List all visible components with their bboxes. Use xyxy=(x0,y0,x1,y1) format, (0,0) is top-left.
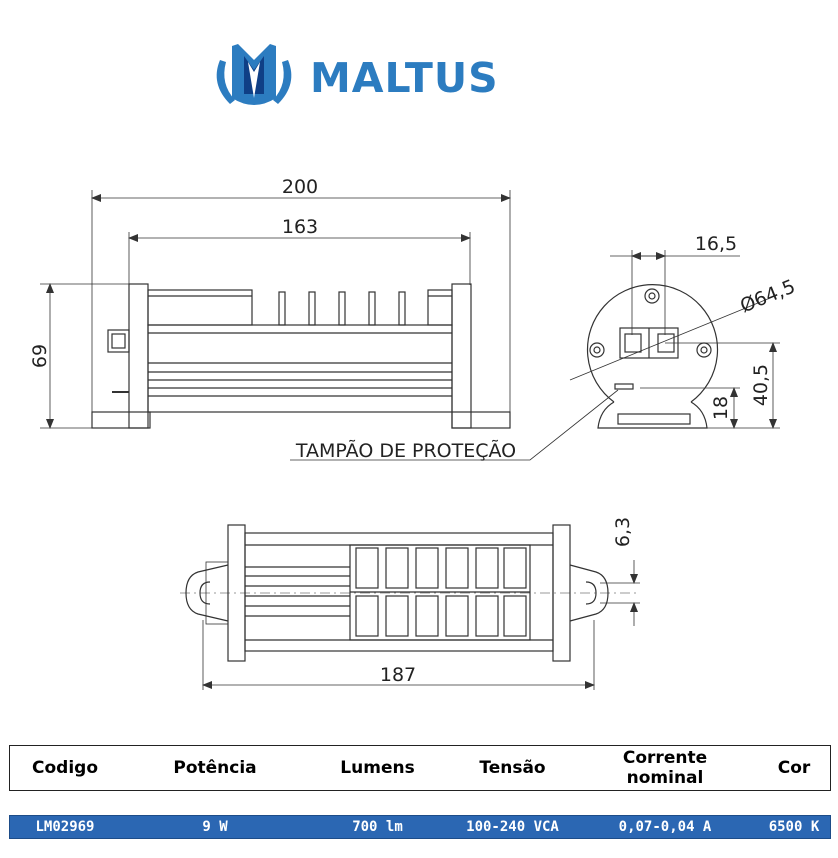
dim-base-height: 18 xyxy=(710,396,732,420)
dim-total-length: 200 xyxy=(282,176,318,198)
cell-voltage: 100-240 VCA xyxy=(466,819,559,835)
cell-current: 0,07-0,04 A xyxy=(618,819,712,835)
dim-slot-width: 6,3 xyxy=(612,517,634,547)
maltus-logo-mark-icon xyxy=(216,44,292,105)
header-current: Corrente nominal xyxy=(605,746,725,790)
header-power: Potência xyxy=(173,758,257,778)
cell-code: LM02969 xyxy=(35,819,95,835)
cell-color: 6500 K xyxy=(768,819,820,835)
dim-diameter: Ø64,5 xyxy=(737,276,798,318)
header-code: Codigo xyxy=(32,758,98,778)
header-current-line1: Corrente xyxy=(622,748,708,768)
brand-name: MALTUS xyxy=(310,54,499,102)
table-row: LM02969 9 W 700 lm 100-240 VCA 0,07-0,04… xyxy=(9,815,831,839)
header-color: Cor xyxy=(777,758,811,778)
side-view xyxy=(40,190,511,429)
spec-table-header: Codigo Potência Lumens Tensão Corrente n… xyxy=(9,745,831,791)
header-lumens: Lumens xyxy=(340,758,415,778)
dim-inner-length: 163 xyxy=(282,216,318,238)
end-view xyxy=(290,250,780,461)
dim-axis-height: 40,5 xyxy=(750,364,772,406)
cell-lumens: 700 lm xyxy=(352,819,403,835)
top-view xyxy=(180,524,640,690)
dim-mount-length: 187 xyxy=(380,664,416,686)
maltus-logo: MALTUS xyxy=(216,44,499,105)
protective-cap-label: TAMPÃO DE PROTEÇÃO xyxy=(295,439,516,462)
dim-connector-offset: 16,5 xyxy=(695,233,737,255)
technical-drawing: MALTUS xyxy=(29,44,798,690)
header-current-line2: nominal xyxy=(626,768,704,788)
header-voltage: Tensão xyxy=(479,758,546,778)
dim-height: 69 xyxy=(29,344,51,368)
cell-power: 9 W xyxy=(202,819,228,835)
